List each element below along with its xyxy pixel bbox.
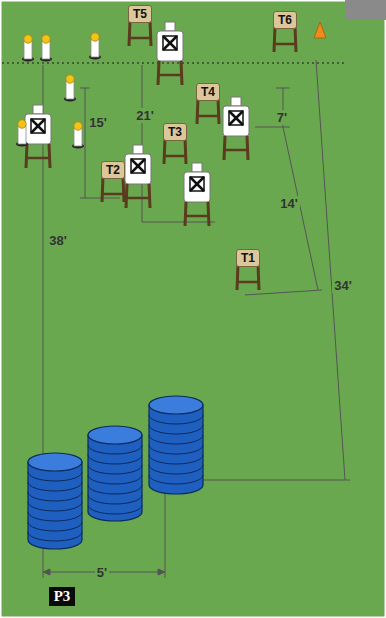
dimension-line [195, 60, 350, 480]
barrel-stack [28, 462, 82, 549]
target-stand [102, 176, 124, 202]
barrel-ring [149, 425, 203, 434]
barrel-top [88, 426, 142, 444]
barrel-rings [28, 415, 203, 541]
node-text: T2 [106, 163, 120, 177]
target-stand [129, 20, 151, 46]
barrel-ring [149, 465, 203, 474]
barrel-stack [149, 405, 203, 494]
popper-target [40, 35, 52, 62]
barrel-ring [88, 445, 142, 454]
dimension-line [245, 127, 322, 295]
traffic-cone [314, 22, 326, 38]
barrel-ring [28, 502, 82, 511]
no-shoot-target [25, 105, 51, 168]
barrel-top [28, 453, 82, 471]
barrel-ring [28, 482, 82, 491]
barrel-ring [28, 532, 82, 541]
barrel-ring [149, 415, 203, 424]
dimension-label: 7' [275, 110, 289, 125]
dimension-label: 14' [278, 196, 300, 211]
popper-target [22, 35, 34, 62]
dimension-line [255, 88, 290, 127]
back-wall [345, 0, 386, 20]
target-label: T3 [163, 123, 187, 141]
barrel-ring [28, 522, 82, 531]
barrel-ring [149, 445, 203, 454]
dimension-label: 15' [87, 115, 109, 130]
node-text: T3 [168, 125, 182, 139]
dimension-line [80, 88, 120, 198]
no-shoot-target [125, 145, 151, 208]
node-text: T6 [278, 13, 292, 27]
popper-target [89, 33, 101, 60]
barrel-ring [149, 455, 203, 464]
dimension-label: 38' [47, 233, 69, 248]
target-label: T2 [101, 161, 125, 179]
barrel-ring [88, 495, 142, 504]
node-text: T5 [133, 7, 147, 21]
barrel-ring [88, 505, 142, 514]
no-shoot-target [184, 163, 210, 226]
barrel-stack [88, 435, 142, 521]
target-stand [237, 264, 259, 290]
no-shoot-target [223, 97, 249, 160]
target-stand [197, 98, 219, 124]
target-stand [164, 138, 186, 164]
barrel-ring [28, 472, 82, 481]
dimension-lines [37, 60, 350, 578]
barrel-top [149, 396, 203, 414]
barrel-ring [88, 485, 142, 494]
barrel-ring [88, 475, 142, 484]
dimension-label: 21' [134, 108, 156, 123]
no-shoot-target [157, 22, 183, 85]
popper-target [72, 122, 84, 149]
dimension-label: 5' [95, 565, 109, 580]
barrel-stacks [28, 396, 203, 549]
target-stand [274, 26, 296, 52]
barrel-ring [88, 455, 142, 464]
barrel-ring [28, 492, 82, 501]
barrel-ring [149, 475, 203, 484]
target-label: T1 [236, 249, 260, 267]
node-text: P3 [54, 588, 71, 605]
node-text: T1 [241, 251, 255, 265]
target-label: T6 [273, 11, 297, 29]
dimension-label: 34' [332, 278, 354, 293]
barrel-ring [88, 465, 142, 474]
popper-target [64, 75, 76, 102]
barrel-ring [28, 512, 82, 521]
node-text: T4 [201, 85, 215, 99]
barrel-ring [149, 435, 203, 444]
target-label: T4 [196, 83, 220, 101]
target-label: T5 [128, 5, 152, 23]
popper-target [16, 120, 28, 147]
fault-line [2, 62, 345, 63]
position-marker: P3 [49, 587, 76, 606]
